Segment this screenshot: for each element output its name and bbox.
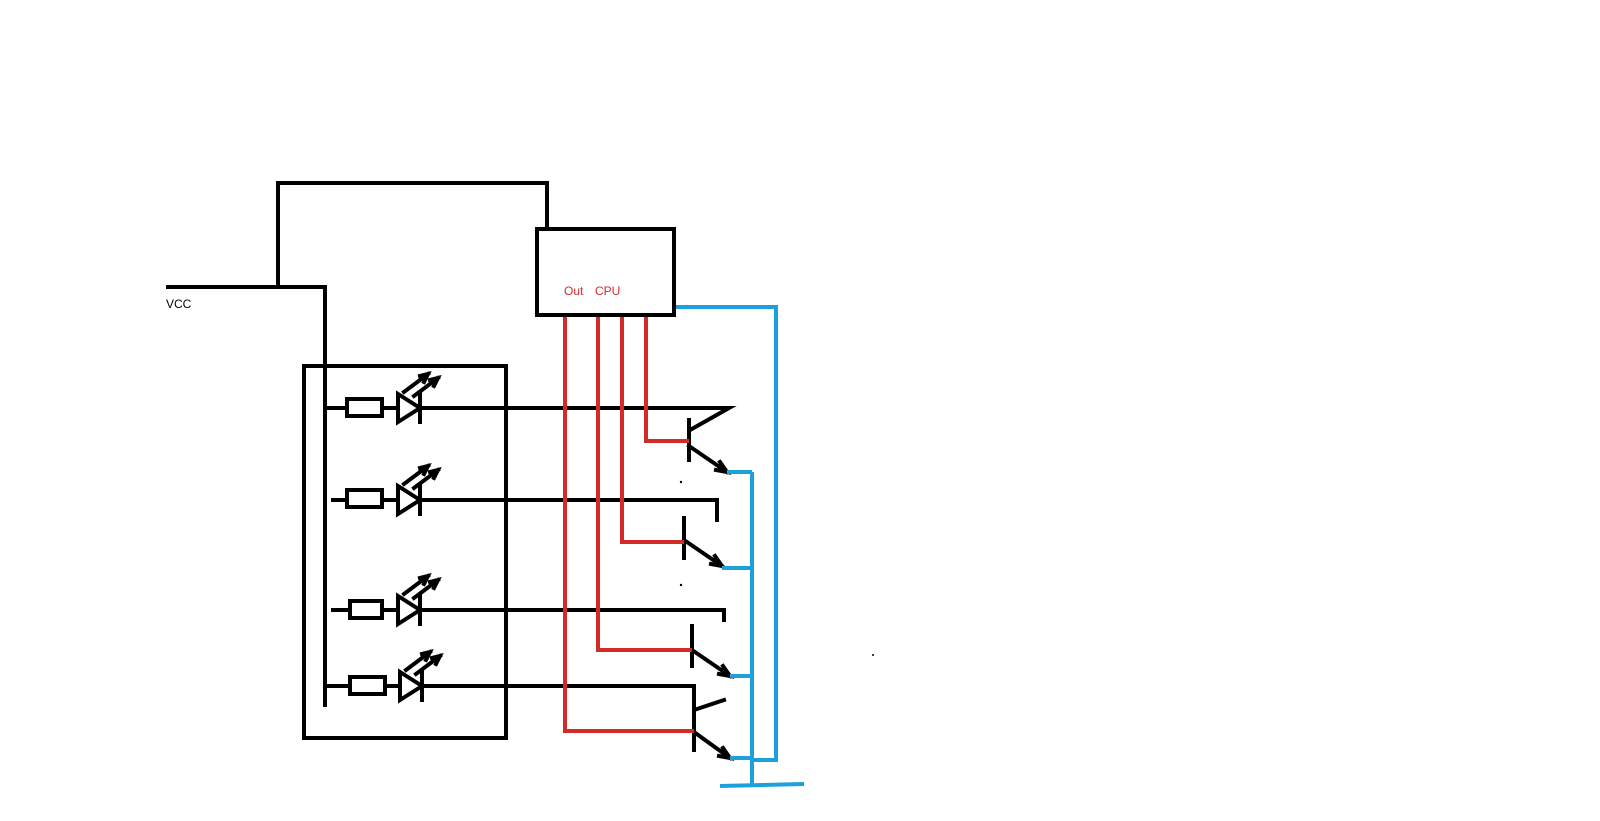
- led-icon: [398, 649, 444, 704]
- resistor-icon: [348, 599, 384, 620]
- transistor-icon: [689, 624, 735, 679]
- control-line-2: [620, 317, 684, 544]
- transistor-icon: [681, 516, 727, 569]
- ground-rail: [719, 782, 805, 788]
- led-channel-3: [331, 317, 752, 679]
- resistor-icon: [345, 488, 384, 509]
- cpu-block: Out CPU: [535, 227, 676, 317]
- cpu-box: [535, 227, 676, 317]
- control-line-4: [563, 317, 694, 733]
- resistor-icon: [345, 397, 384, 418]
- control-line-3: [596, 317, 692, 652]
- led-channel-2: [331, 317, 752, 570]
- led-channel-4: [323, 317, 752, 761]
- led-icon: [396, 573, 442, 628]
- cpu-name-label: CPU: [595, 284, 620, 298]
- stray-dot: [872, 654, 874, 656]
- led-icon: [396, 463, 442, 518]
- control-line-1: [644, 317, 689, 443]
- vcc-label: VCC: [166, 297, 192, 311]
- stray-dot: [679, 583, 683, 587]
- cpu-ground-wire: [676, 305, 778, 762]
- led-board-outline: [302, 364, 508, 740]
- resistor-icon: [348, 675, 387, 696]
- ground-bus: [676, 305, 805, 788]
- led-channel-1: [323, 317, 752, 475]
- vcc-wire: [166, 181, 549, 707]
- cpu-out-label: Out: [564, 284, 584, 298]
- transistor-icon: [691, 708, 735, 761]
- stray-dot: [679, 480, 683, 484]
- led-icon: [396, 371, 442, 426]
